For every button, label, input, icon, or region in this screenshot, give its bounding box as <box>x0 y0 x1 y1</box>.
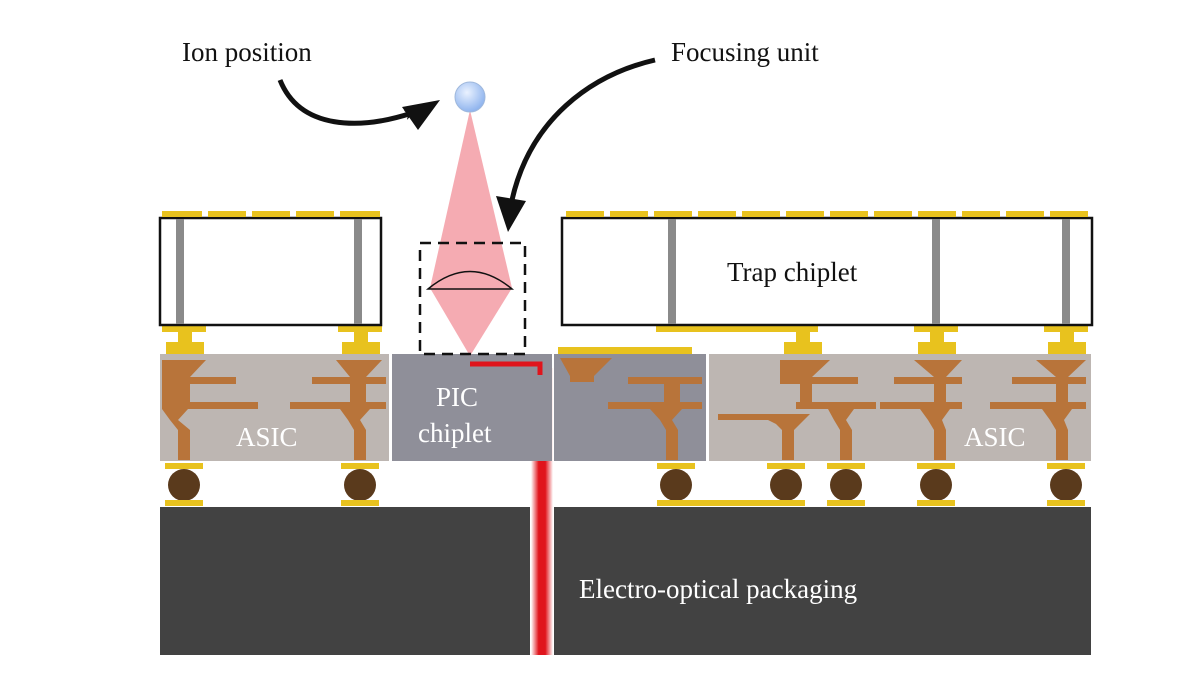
ion-position-arrow <box>277 79 415 126</box>
focusing-unit-arrow-head <box>496 196 526 232</box>
ion-position-label: Ion position <box>182 37 312 67</box>
packaging-right <box>554 507 1091 655</box>
trap-chiplet-right <box>560 211 1094 327</box>
micro-bump <box>656 326 822 354</box>
interconnect-tree <box>162 360 258 460</box>
ion-position-arrow-head <box>402 100 440 130</box>
micro-bump <box>338 326 382 354</box>
interconnect-tree <box>560 358 612 382</box>
pic-chiplet <box>392 354 552 461</box>
solder-bump <box>827 463 865 506</box>
interconnect-tree <box>718 414 810 460</box>
solder-bump <box>341 463 379 506</box>
top-electrode-pads <box>162 211 380 217</box>
through-via <box>176 219 184 324</box>
solder-bump <box>1047 463 1085 506</box>
asic-left-label: ASIC <box>236 422 298 452</box>
lens-icon <box>425 270 515 290</box>
micro-bump <box>162 326 206 354</box>
laser-beam <box>430 110 512 356</box>
top-electrode-pads <box>566 211 1088 217</box>
trap-chiplet-label: Trap chiplet <box>727 257 858 287</box>
focusing-unit-arrow <box>509 57 656 201</box>
asic-right-label: ASIC <box>964 422 1026 452</box>
through-via <box>932 219 940 324</box>
pic-top-pad <box>558 347 692 354</box>
interconnect-tree <box>880 360 962 460</box>
through-via <box>1062 219 1070 324</box>
packaging-left <box>160 507 530 655</box>
focusing-unit-label: Focusing unit <box>671 37 819 67</box>
trap-chiplet-left <box>158 211 383 327</box>
pic-chiplet-label-line1: PIC <box>436 382 478 412</box>
solder-bump <box>767 463 805 506</box>
solder-bump <box>657 463 695 506</box>
interconnect-tree <box>290 360 386 460</box>
solder-bump-row <box>165 463 1085 506</box>
through-via <box>668 219 676 324</box>
interconnect-tree <box>608 377 702 460</box>
packaging-label: Electro-optical packaging <box>579 574 857 604</box>
solder-bump <box>917 463 955 506</box>
micro-bump <box>1044 326 1088 354</box>
interconnect-tree <box>990 360 1086 460</box>
redistribution-line <box>676 500 786 506</box>
solder-bump <box>165 463 203 506</box>
micro-bumps <box>162 326 1088 354</box>
through-via <box>354 219 362 324</box>
ion-icon <box>454 81 486 113</box>
interconnects <box>162 358 1086 460</box>
interconnect-tree <box>780 360 876 460</box>
packaging-block <box>160 507 1091 655</box>
pic-chiplet-label-line2: chiplet <box>418 418 492 448</box>
horizontal-waveguide <box>470 361 543 375</box>
micro-bump <box>914 326 958 354</box>
